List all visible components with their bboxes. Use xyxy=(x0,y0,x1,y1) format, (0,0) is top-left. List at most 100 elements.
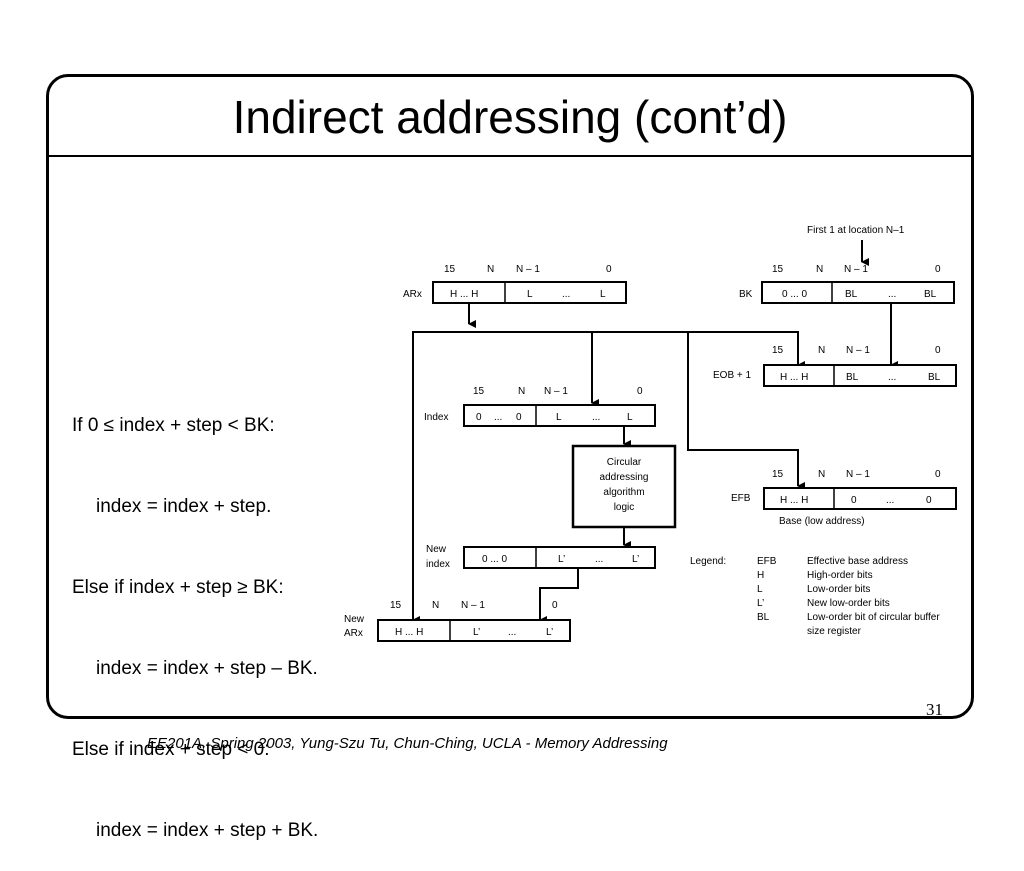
efb-field: H ... H xyxy=(780,495,808,506)
bk-field: BL xyxy=(924,289,937,300)
efb-field: ... xyxy=(886,495,894,506)
eob-field: ... xyxy=(888,372,896,383)
new-arx-register: 15 N N – 1 0 New ARx H ... H L’ ... L’ xyxy=(344,600,571,642)
new-arx-field: ... xyxy=(508,627,516,638)
new-arx-bit-15: 15 xyxy=(390,600,402,611)
rule-line: index = index + step + BK. xyxy=(96,820,319,841)
bk-field: BL xyxy=(845,289,858,300)
bk-bit-15: 15 xyxy=(772,264,784,275)
legend-abbr: BL xyxy=(757,612,770,623)
bk-field: 0 ... 0 xyxy=(782,289,807,300)
logic-box xyxy=(571,444,677,529)
index-label: Index xyxy=(424,412,448,423)
logic-line: addressing xyxy=(600,472,649,483)
eob-field: BL xyxy=(846,372,859,383)
to-efb-arrow xyxy=(687,332,805,490)
arx-field: L xyxy=(600,289,606,300)
index-field: ... xyxy=(592,412,600,423)
efb-caption: Base (low address) xyxy=(779,516,865,527)
arx-bit-0: 0 xyxy=(606,264,612,275)
eob-field: BL xyxy=(928,372,941,383)
new-arx-bit-n-1: N – 1 xyxy=(461,600,485,611)
new-arx-bit-0: 0 xyxy=(552,600,558,611)
first1-label: First 1 at location N–1 xyxy=(807,225,905,236)
bk-label: BK xyxy=(739,289,753,300)
page-number: 31 xyxy=(926,700,943,719)
index-box xyxy=(463,404,656,427)
efb-field: 0 xyxy=(851,495,857,506)
index-bit-15: 15 xyxy=(473,386,485,397)
eob-field: H ... H xyxy=(780,372,808,383)
legend-abbr: L xyxy=(757,584,763,595)
addressing-diagram: First 1 at location N–1 15 N N – 1 0 ARx… xyxy=(344,225,957,642)
legend-desc: Low-order bit of circular buffer xyxy=(807,612,940,623)
legend-abbr: EFB xyxy=(757,556,777,567)
circular-logic-block: Circular addressing algorithm logic xyxy=(571,444,677,529)
arx-bit-n-1: N – 1 xyxy=(516,264,540,275)
new-index-field: 0 ... 0 xyxy=(482,554,507,565)
rule-line: index = index + step. xyxy=(96,496,272,517)
arx-field: L xyxy=(527,289,533,300)
rule-line: Else if index + step < 0: xyxy=(72,739,270,760)
bk-box xyxy=(761,281,955,304)
rule-line: Else if index + step ≥ BK: xyxy=(72,577,284,598)
connectors xyxy=(412,240,898,624)
legend-desc: High-order bits xyxy=(807,570,873,581)
arx-bus xyxy=(412,331,799,622)
arx-field: ... xyxy=(562,289,570,300)
new-arx-label: New xyxy=(344,614,365,625)
efb-bit-15: 15 xyxy=(772,469,784,480)
legend-desc: size register xyxy=(807,626,862,637)
new-index-field: ... xyxy=(595,554,603,565)
new-index-field: L’ xyxy=(558,554,565,565)
index-field: 0 xyxy=(516,412,522,423)
title-divider xyxy=(46,155,974,157)
new-arx-field: L’ xyxy=(546,627,553,638)
bk-bit-n-1: N – 1 xyxy=(844,264,868,275)
eob-label: EOB + 1 xyxy=(713,370,752,381)
logic-line: logic xyxy=(614,502,635,513)
efb-bit-0: 0 xyxy=(935,469,941,480)
footer-text: EE201A, Spring 2003, Yung-Szu Tu, Chun-C… xyxy=(147,735,668,752)
new-arx-field: H ... H xyxy=(395,627,423,638)
eob-bit-15: 15 xyxy=(772,345,784,356)
index-field: 0 xyxy=(476,412,482,423)
legend-abbr: L’ xyxy=(757,598,764,609)
arx-field: H ... H xyxy=(450,289,478,300)
index-register: 15 N N – 1 0 Index 0 ... 0 L ... L xyxy=(424,386,656,427)
new-index-label: index xyxy=(426,559,450,570)
eob-register: 15 N N – 1 0 EOB + 1 H ... H BL ... BL xyxy=(713,345,957,387)
efb-field: 0 xyxy=(926,495,932,506)
bk-register: 15 N N – 1 0 BK 0 ... 0 BL ... BL xyxy=(739,264,955,304)
arx-box xyxy=(432,281,627,304)
slide-frame xyxy=(46,74,974,719)
new-index-register: New index 0 ... 0 L’ ... L’ xyxy=(426,544,656,570)
rule-line: index = index + step – BK. xyxy=(96,658,318,679)
bk-bit-0: 0 xyxy=(935,264,941,275)
new-index-field: L’ xyxy=(632,554,639,565)
new-index-label: New xyxy=(426,544,447,555)
eob-box xyxy=(763,364,957,387)
legend-desc: Effective base address xyxy=(807,556,908,567)
efb-bit-n-1: N – 1 xyxy=(846,469,870,480)
efb-register: 15 N N – 1 0 EFB H ... H 0 ... 0 Base (l… xyxy=(731,469,957,527)
efb-bit-n: N xyxy=(818,469,825,480)
efb-label: EFB xyxy=(731,493,751,504)
rule-line: If 0 ≤ index + step < BK: xyxy=(72,415,275,436)
efb-box xyxy=(763,487,957,510)
eob-bit-n: N xyxy=(818,345,825,356)
arx-bit-n: N xyxy=(487,264,494,275)
bk-bit-n: N xyxy=(816,264,823,275)
index-bit-n-1: N – 1 xyxy=(544,386,568,397)
legend-abbr: H xyxy=(757,570,764,581)
legend: Legend: EFB Effective base address H Hig… xyxy=(690,556,940,637)
index-field: L xyxy=(556,412,562,423)
eob-bit-n-1: N – 1 xyxy=(846,345,870,356)
logic-line: algorithm xyxy=(603,487,644,498)
legend-desc: New low-order bits xyxy=(807,598,890,609)
legend-desc: Low-order bits xyxy=(807,584,870,595)
index-bit-n: N xyxy=(518,386,525,397)
slide-title: Indirect addressing (cont’d) xyxy=(232,91,788,143)
new-arx-label: ARx xyxy=(344,628,363,639)
arx-register: 15 N N – 1 0 ARx H ... H L ... L xyxy=(403,264,627,304)
